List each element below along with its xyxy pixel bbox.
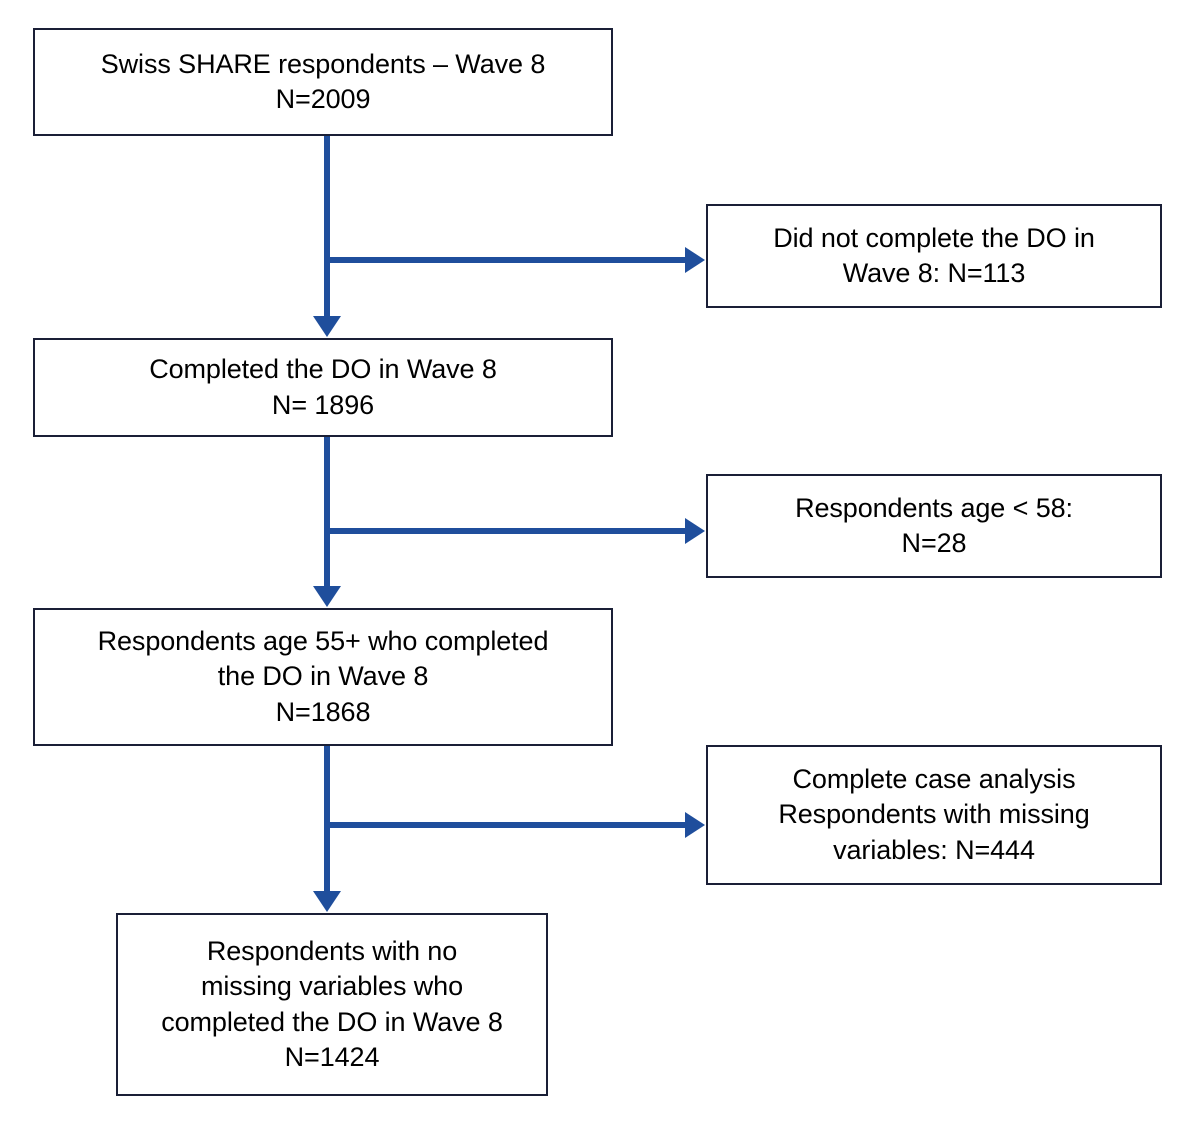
node-excluded-missing-label: Complete case analysis Respondents with … — [778, 764, 1090, 865]
arrowhead-right-2 — [685, 518, 705, 544]
connector-line-1-horizontal — [327, 257, 685, 263]
node-excluded-not-completed-label: Did not complete the DO in Wave 8: N=113 — [773, 222, 1095, 288]
arrowhead-right-1 — [685, 247, 705, 273]
connector-line-2-horizontal — [327, 528, 685, 534]
node-total-respondents[interactable]: Swiss SHARE respondents – Wave 8 N=2009 — [33, 28, 613, 136]
node-final-sample-label: Respondents with no missing variables wh… — [161, 936, 503, 1072]
node-excluded-age[interactable]: Respondents age < 58: N=28 — [706, 474, 1162, 578]
connector-line-3-horizontal — [327, 822, 685, 828]
arrowhead-down-2 — [313, 586, 341, 607]
arrowhead-down-3 — [313, 891, 341, 912]
node-excluded-missing[interactable]: Complete case analysis Respondents with … — [706, 745, 1162, 885]
node-excluded-not-completed[interactable]: Did not complete the DO in Wave 8: N=113 — [706, 204, 1162, 308]
node-excluded-age-label: Respondents age < 58: N=28 — [795, 492, 1073, 558]
node-age-55-plus[interactable]: Respondents age 55+ who completed the DO… — [33, 608, 613, 746]
connector-line-3-vertical — [324, 746, 330, 893]
node-completed-do-label: Completed the DO in Wave 8 N= 1896 — [149, 354, 497, 420]
node-total-respondents-label: Swiss SHARE respondents – Wave 8 N=2009 — [100, 48, 546, 114]
connector-line-1-vertical — [324, 136, 330, 318]
node-final-sample[interactable]: Respondents with no missing variables wh… — [116, 913, 548, 1096]
node-age-55-plus-label: Respondents age 55+ who completed the DO… — [97, 626, 549, 727]
node-completed-do[interactable]: Completed the DO in Wave 8 N= 1896 — [33, 338, 613, 437]
connector-line-2-vertical — [324, 437, 330, 588]
arrowhead-right-3 — [685, 812, 705, 838]
arrowhead-down-1 — [313, 316, 341, 337]
